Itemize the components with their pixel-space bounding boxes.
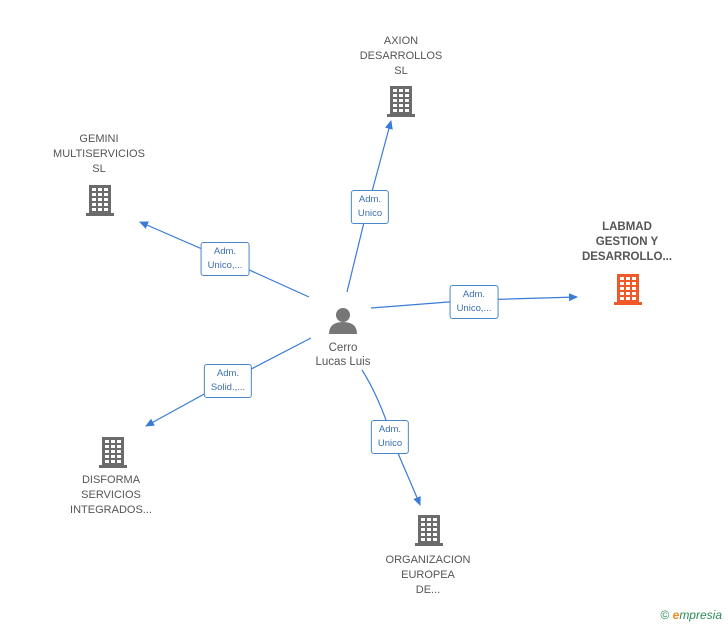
company-label-labmad[interactable]: LABMAD GESTION Y DESARROLLO...	[581, 221, 673, 263]
edge-label-organizacion[interactable]: Adm. Unico	[370, 420, 410, 454]
edge-label-gemini[interactable]: Adm. Unico,...	[200, 242, 250, 276]
company-label-organizacion[interactable]: ORGANIZACION EUROPEA DE...	[385, 554, 471, 596]
building-icon-disforma[interactable]	[99, 437, 127, 468]
edge-label-axion[interactable]: Adm. Unico	[350, 190, 390, 224]
building-icon-axion[interactable]	[387, 86, 415, 117]
building-icon-labmad[interactable]	[614, 274, 642, 305]
footer-brand: © empresia	[660, 608, 722, 622]
company-label-gemini[interactable]: GEMINI MULTISERVICIOS SL	[53, 133, 145, 175]
building-icon-gemini[interactable]	[86, 185, 114, 216]
edge-label-labmad[interactable]: Adm. Unico,...	[449, 285, 499, 319]
company-label-disforma[interactable]: DISFORMA SERVICIOS INTEGRADOS...	[70, 474, 152, 516]
brand-name: mpresia	[679, 608, 722, 622]
person-label[interactable]: Cerro Lucas Luis	[315, 342, 371, 368]
company-label-axion[interactable]: AXION DESARROLLOS SL	[359, 35, 443, 77]
building-icon-organizacion[interactable]	[415, 515, 443, 546]
brand-logo-initial: e	[672, 608, 680, 622]
edge-label-disforma[interactable]: Adm. Solid.,...	[203, 364, 253, 398]
copyright-symbol: ©	[660, 608, 670, 622]
person-icon[interactable]	[329, 308, 357, 334]
